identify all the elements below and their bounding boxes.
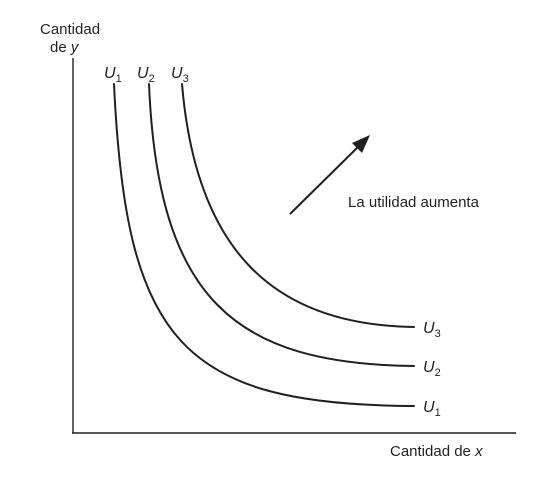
curve-u3: [181, 83, 415, 328]
y-axis-label-line1: Cantidad: [40, 21, 100, 38]
utility-annotation: La utilidad aumenta: [348, 194, 480, 211]
curve-u1: [113, 83, 415, 407]
curve-label-top-u2: U2: [137, 65, 155, 85]
curve-labels-top: U1 U2 U3: [104, 65, 189, 85]
arrow-head-icon: [352, 135, 370, 153]
curve-label-right-u1: U1: [423, 399, 441, 419]
curve-u2: [148, 83, 415, 367]
curves: [113, 83, 415, 407]
y-axis-label: Cantidad de y: [40, 21, 100, 56]
utility-arrow: [289, 135, 370, 215]
arrow-shaft: [289, 145, 360, 215]
curve-label-top-u1: U1: [104, 65, 122, 85]
x-variable: x: [474, 443, 483, 460]
curve-labels-right: U3 U2 U1: [423, 320, 441, 419]
y-axis-label-line2: de y: [50, 39, 80, 56]
curve-label-top-u3: U3: [171, 65, 189, 85]
x-axis-label: Cantidad de x: [390, 443, 483, 460]
axes: [72, 58, 516, 434]
y-variable: y: [70, 39, 80, 56]
curve-label-right-u2: U2: [423, 359, 441, 379]
curve-label-right-u3: U3: [423, 320, 441, 340]
